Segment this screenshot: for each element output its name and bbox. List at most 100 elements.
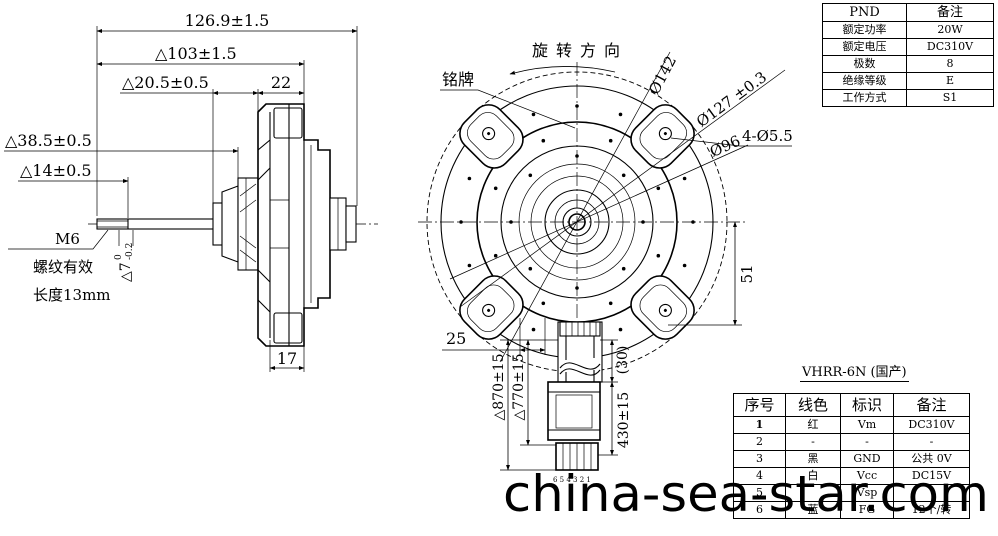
dim-17-label: 17	[277, 349, 297, 368]
bottom-mount-ear	[273, 312, 303, 344]
dim-51: 51	[668, 221, 756, 326]
pin-color: 白	[785, 467, 841, 485]
mount-hole	[482, 303, 496, 317]
spec-key: 工作方式	[822, 89, 907, 107]
mount-hole	[658, 303, 672, 317]
pin-note	[893, 484, 970, 502]
pin-note: DC310V	[893, 416, 970, 434]
rivet-dot	[541, 138, 546, 143]
pin-row: 2 - - -	[733, 433, 970, 451]
dim-22-label: 22	[271, 73, 291, 92]
header-note: 备注	[893, 393, 970, 417]
pin-signal: GND	[840, 450, 894, 468]
spec-header-row: PND 备注	[822, 3, 994, 22]
dim-51-label: 51	[738, 264, 756, 283]
header-signal: 标识	[840, 393, 894, 417]
mount-ear-bottom-left	[459, 275, 524, 340]
rotation-arrow	[509, 66, 616, 75]
rivet-dot	[531, 112, 536, 117]
thread-note-line2: 长度13mm	[33, 286, 111, 304]
spec-header-pnd: PND	[822, 3, 907, 22]
dim-connector: (30) 430±15	[598, 339, 632, 456]
connector-pin-table: 序号 线色 标识 备注 1 红 Vm DC310V 2 - - - 3 黑 GN…	[733, 393, 970, 519]
cable-break	[559, 362, 601, 370]
header-wire-color: 线色	[785, 393, 841, 417]
dim-14-label: △14±0.5	[20, 161, 92, 180]
pin-color: 蓝	[785, 501, 841, 519]
rivet-dot	[459, 220, 463, 224]
pin-index: 3	[733, 450, 786, 468]
dim-430-label: 430±15	[616, 392, 632, 448]
rivet-dot	[528, 266, 533, 271]
pin-row: 3 黑 GND 公共 0V	[733, 450, 970, 468]
rivet-dot	[531, 327, 536, 332]
spec-header-note: 备注	[906, 3, 994, 22]
spec-row: 额定电压 DC310V	[822, 38, 994, 56]
dim-22: 22	[257, 73, 305, 95]
mount-ear-bottom-right	[630, 275, 695, 340]
rivet-dot	[621, 266, 626, 271]
rivet-dot	[656, 253, 661, 258]
rivet-dot	[528, 173, 533, 178]
rivet-dot	[618, 112, 623, 117]
spec-key: 极数	[822, 55, 907, 73]
pin-note: 12个/转	[893, 501, 970, 519]
pin-note: DC15V	[893, 467, 970, 485]
mount-hole	[658, 127, 672, 141]
thread-callout: M6 螺纹有效 长度13mm	[8, 229, 111, 304]
dia-142-label: Ø142	[645, 53, 680, 98]
pin-color	[785, 484, 841, 502]
pin-signal: -	[840, 433, 894, 451]
pin-index: 5	[733, 484, 786, 502]
shaft-dia-label: △7	[118, 262, 134, 282]
thread-note-line1: 螺纹有效	[33, 258, 93, 276]
dim-shaft-diameter: △7 0 -0.2	[114, 230, 135, 282]
dia-127-label: Ø127 ±0.3	[693, 68, 770, 131]
shaft	[96, 218, 216, 230]
nameplate-callout: 铭牌	[440, 70, 576, 129]
rivet-dot	[656, 186, 661, 191]
dim-103: △103±1.5	[96, 44, 305, 104]
rivet-dot	[608, 138, 613, 143]
pin-note: 公共 0V	[893, 450, 970, 468]
pin-color: 黑	[785, 450, 841, 468]
dim-overall-label: 126.9±1.5	[185, 11, 270, 30]
pin-row: 4 白 Vcc DC15V	[733, 467, 970, 485]
rivet-dot	[682, 176, 687, 181]
connector-model: VHRR-6N (国产)	[800, 365, 909, 382]
mount-ear-top-left	[459, 104, 524, 169]
mount-holes-label: 4-Ø5.5	[742, 127, 793, 145]
dim-17: 17	[269, 340, 305, 372]
pin-row: 6 蓝 FG 12个/转	[733, 501, 970, 519]
pin-index: 2	[733, 433, 786, 451]
pin-signal: FG	[840, 501, 894, 519]
shaft-tol-upper: 0	[114, 254, 124, 260]
pin-note: -	[893, 433, 970, 451]
pin-index: 6	[733, 501, 786, 519]
shaft-tol-lower: -0.2	[125, 243, 135, 260]
dim-25-label: 25	[446, 329, 466, 348]
rotation-direction: 旋转方向	[509, 41, 620, 75]
connector-housing: 6 5 4 3 2 1	[547, 381, 601, 484]
dim-103-label: △103±1.5	[155, 44, 237, 63]
dim-38-5: △38.5±0.5	[4, 131, 239, 178]
end-cap	[329, 197, 357, 251]
header-index: 序号	[733, 393, 786, 417]
rivet-dot	[682, 263, 687, 268]
nameplate-label: 铭牌	[442, 70, 474, 89]
rivet-dot	[493, 186, 498, 191]
spec-key: 绝缘等级	[822, 72, 907, 90]
spec-value: 20W	[906, 21, 994, 39]
spec-key: 额定电压	[822, 38, 907, 56]
spec-row: 极数 8	[822, 55, 994, 73]
rivet-dot	[467, 263, 472, 268]
connector-header-row: 序号 线色 标识 备注	[733, 393, 970, 417]
rivet-dot	[621, 173, 626, 178]
rivet-dot	[467, 176, 472, 181]
rivet-dot	[608, 301, 613, 306]
pin-index: 1	[733, 416, 786, 434]
motor-body-side	[257, 103, 331, 347]
pin-row: 1 红 Vm DC310V	[733, 416, 970, 434]
spec-table: PND 备注 额定功率 20W 额定电压 DC310V 极数 8 绝缘等级 E …	[822, 3, 994, 107]
